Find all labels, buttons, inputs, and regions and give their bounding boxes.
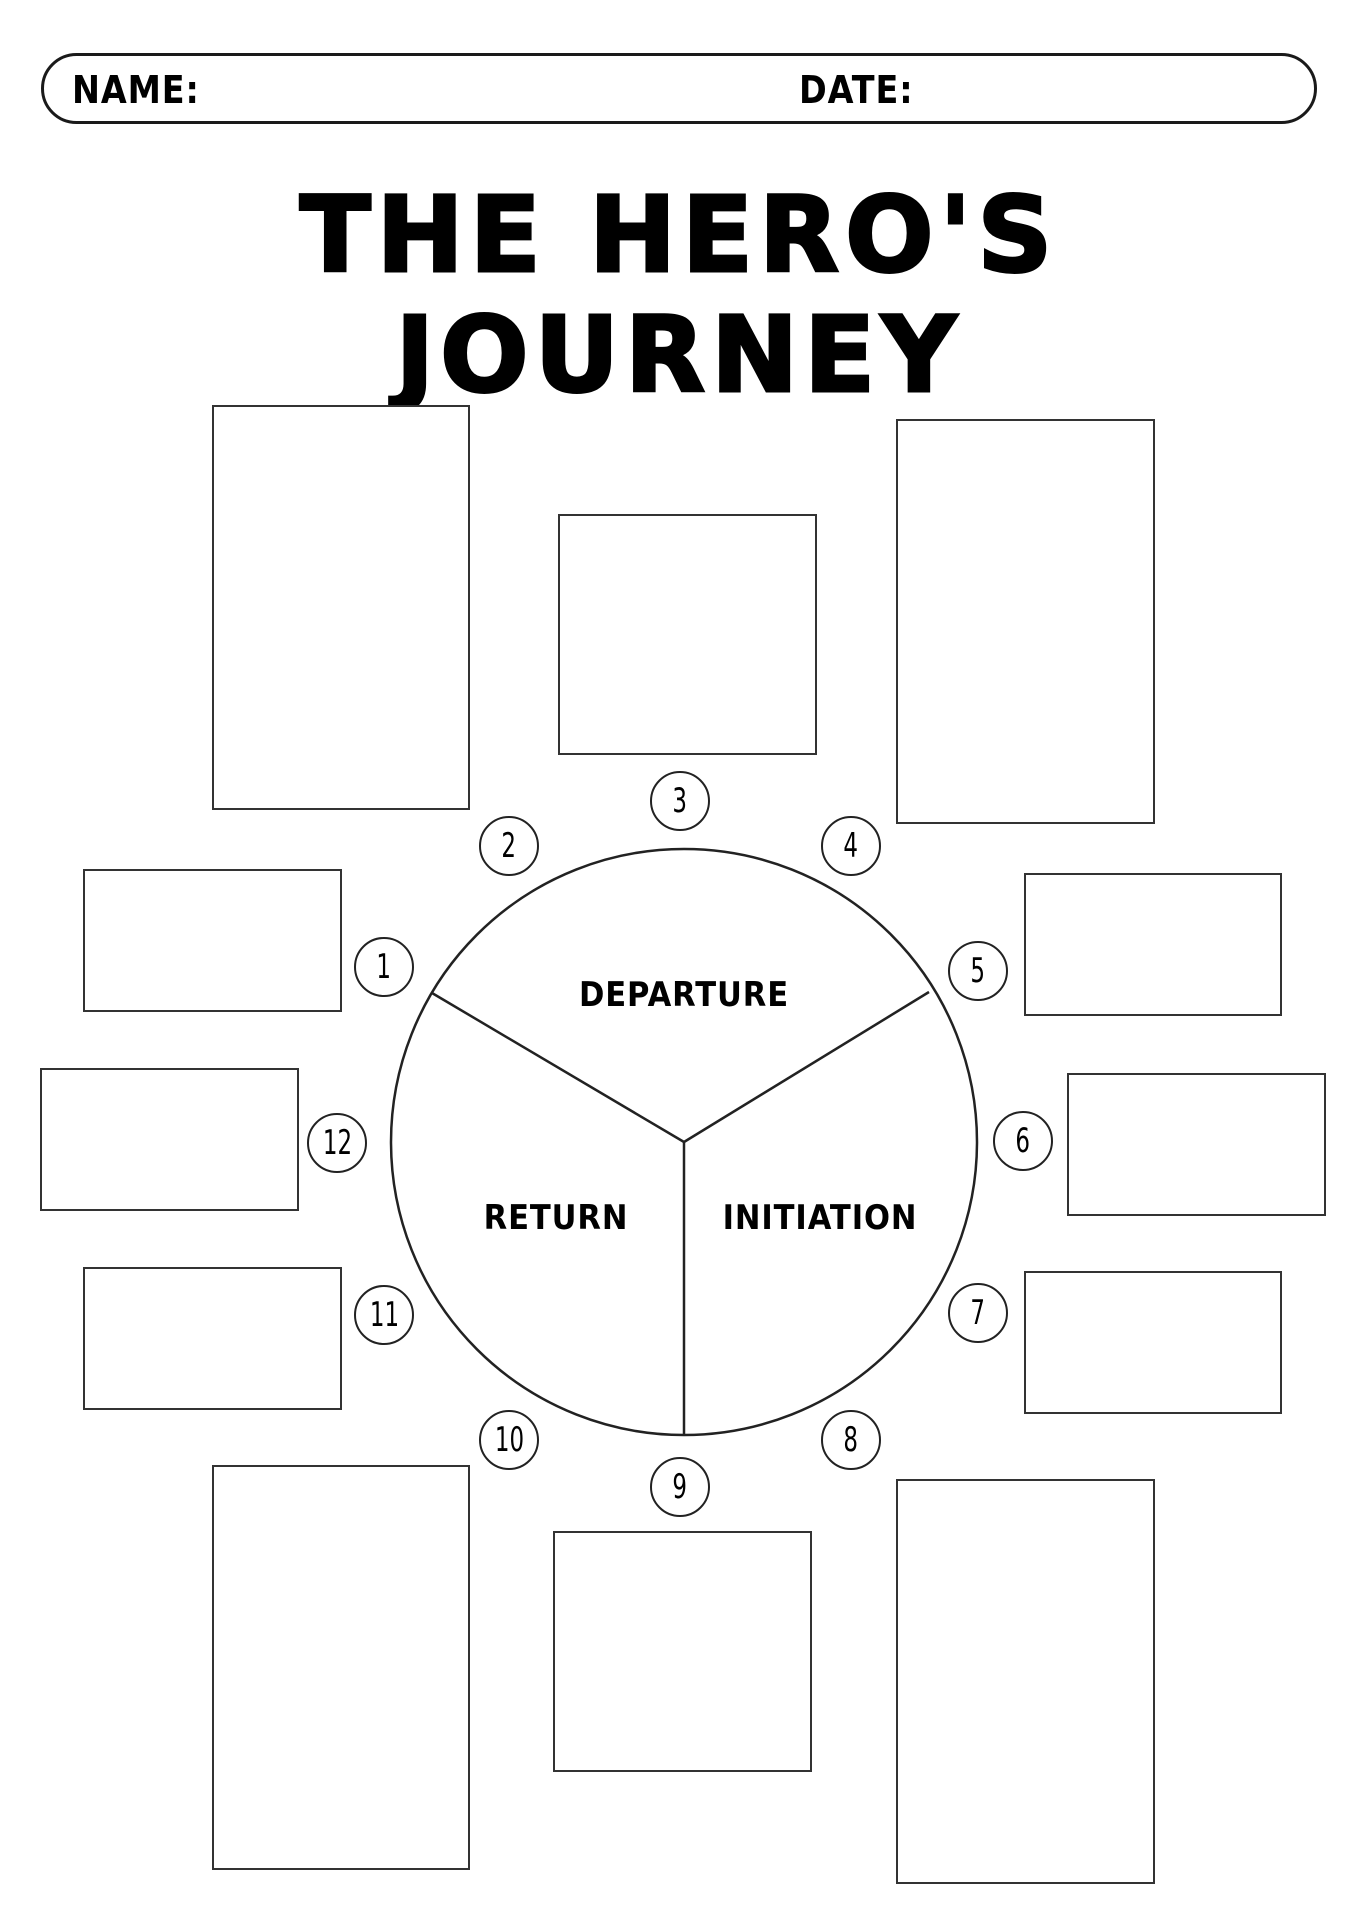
stage-8-answer-box[interactable] xyxy=(896,1479,1155,1884)
divider-left xyxy=(431,991,685,1144)
stage-1-answer-box[interactable] xyxy=(83,869,342,1012)
divider-right xyxy=(683,990,930,1144)
stage-number-12: 12 xyxy=(307,1113,367,1173)
stage-number-2: 2 xyxy=(479,816,539,876)
stage-7-answer-box[interactable] xyxy=(1024,1271,1282,1414)
stage-number-9: 9 xyxy=(650,1457,710,1517)
stage-number-6: 6 xyxy=(993,1111,1053,1171)
date-label: DATE: xyxy=(799,68,914,112)
stage-number-3: 3 xyxy=(650,771,710,831)
stage-12-answer-box[interactable] xyxy=(40,1068,299,1211)
section-departure: DEPARTURE xyxy=(578,975,790,1015)
stage-number-10: 10 xyxy=(479,1410,539,1470)
stage-10-answer-box[interactable] xyxy=(212,1465,470,1870)
name-label: NAME: xyxy=(72,68,200,112)
stage-number-5: 5 xyxy=(948,941,1008,1001)
stage-number-7: 7 xyxy=(948,1283,1008,1343)
stage-number-1: 1 xyxy=(354,937,414,997)
stage-number-11: 11 xyxy=(354,1285,414,1345)
stage-number-8: 8 xyxy=(821,1410,881,1470)
stage-3-answer-box[interactable] xyxy=(558,514,817,755)
stage-4-answer-box[interactable] xyxy=(896,419,1155,824)
name-date-bar: NAME: DATE: xyxy=(41,53,1317,124)
stage-number-4: 4 xyxy=(821,816,881,876)
section-initiation: INITIATION xyxy=(722,1198,918,1238)
stage-11-answer-box[interactable] xyxy=(83,1267,342,1410)
stage-6-answer-box[interactable] xyxy=(1067,1073,1326,1216)
stage-5-answer-box[interactable] xyxy=(1024,873,1282,1016)
page-title: THE HERO'S JOURNEY xyxy=(298,174,1059,417)
section-return: RETURN xyxy=(483,1198,629,1238)
stage-9-answer-box[interactable] xyxy=(553,1531,812,1772)
stage-2-answer-box[interactable] xyxy=(212,405,470,810)
